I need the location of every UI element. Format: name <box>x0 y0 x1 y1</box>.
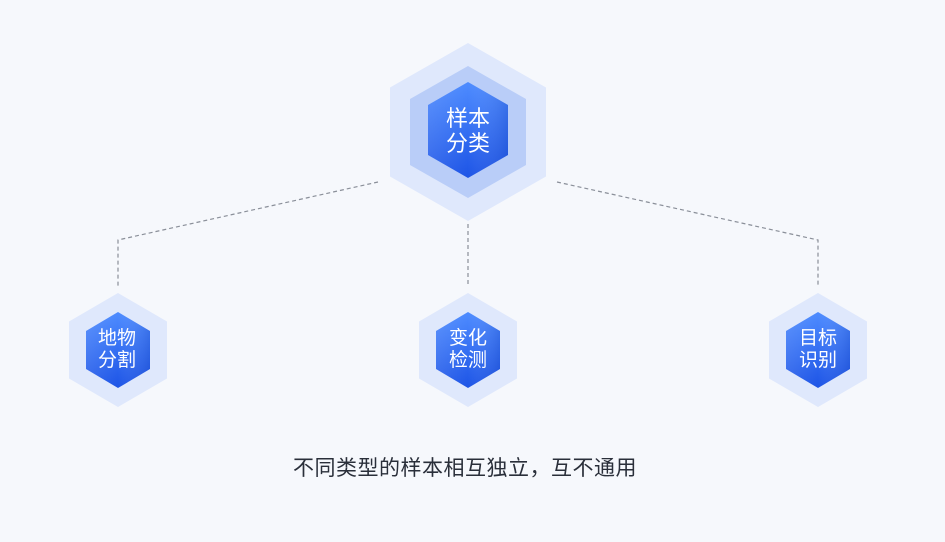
child-middle-label: 变化 检测 <box>423 320 513 380</box>
connector-lines <box>117 181 819 286</box>
root-node <box>390 43 546 221</box>
diagram-caption: 不同类型的样本相互独立，互不通用 <box>293 456 637 480</box>
connector-right <box>556 181 819 286</box>
child-node-middle <box>419 293 517 407</box>
child-left-line2: 分割 <box>97 349 136 371</box>
child-middle-line1: 变化 <box>448 327 487 350</box>
root-label-line2: 分类 <box>445 132 490 157</box>
child-right-line1: 目标 <box>798 327 837 350</box>
child-right-line2: 识别 <box>798 349 837 371</box>
child-node-right <box>769 293 867 407</box>
connector-left <box>117 181 379 286</box>
child-left-label: 地物 分割 <box>72 320 162 380</box>
child-node-left <box>69 293 167 407</box>
child-left-line1: 地物 <box>97 327 136 350</box>
child-middle-line2: 检测 <box>448 349 487 371</box>
root-node-label: 样本 分类 <box>418 96 518 168</box>
child-right-label: 目标 识别 <box>773 320 863 380</box>
root-label-line1: 样本 <box>445 106 490 132</box>
